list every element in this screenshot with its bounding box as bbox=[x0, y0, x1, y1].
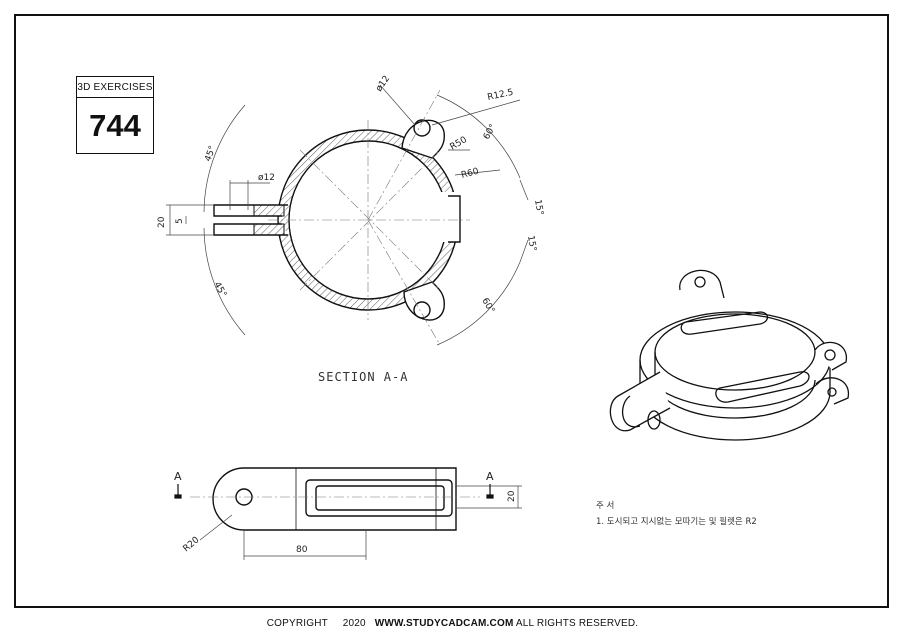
dim-bottom-angle-60: 60° bbox=[479, 297, 496, 316]
isometric-view bbox=[609, 269, 849, 441]
front-view bbox=[212, 467, 457, 531]
front-dimension-lines bbox=[199, 485, 522, 560]
section-label: SECTION A-A bbox=[318, 370, 408, 384]
exercise-badge: 3D EXERCISES 744 bbox=[76, 76, 154, 154]
dim-lug-radius: R12.5 bbox=[487, 88, 515, 103]
cut-mark-left: A bbox=[174, 470, 182, 483]
dim-left-angle-top: 45° bbox=[203, 145, 218, 163]
center-lines bbox=[268, 89, 470, 346]
bottom-lug-hole bbox=[413, 301, 431, 319]
dim-hole-diameter-top: ø12 bbox=[374, 74, 392, 94]
copyright-line: COPYRIGHT 2020 WWW.STUDYCADCAM.COM ALL R… bbox=[0, 618, 905, 629]
dim-outer-radius: R60 bbox=[460, 167, 480, 181]
dim-ear-height: 20 bbox=[157, 216, 167, 228]
dim-left-angle-bottom: 45° bbox=[211, 281, 228, 300]
dim-slot-angle-b: 15° bbox=[525, 235, 538, 252]
notes-title: 주 서 bbox=[596, 501, 614, 511]
badge-number: 744 bbox=[89, 108, 141, 143]
drawing-frame bbox=[14, 14, 889, 608]
copyright-prefix: COPYRIGHT bbox=[266, 618, 328, 629]
dimension-lines bbox=[166, 84, 529, 346]
cut-arrows bbox=[174, 484, 494, 499]
copyright-site: WWW.STUDYCADCAM.COM bbox=[374, 618, 514, 629]
dim-end-radius: R20 bbox=[182, 535, 202, 554]
dim-ear-gap: 5 bbox=[175, 218, 185, 224]
notes-line-1: 1. 도시되고 지시없는 모따기는 및 필렛은 R2 bbox=[596, 516, 757, 527]
dim-length: 80 bbox=[296, 545, 308, 555]
top-lug-hole bbox=[413, 119, 431, 137]
dim-slot-height: 20 bbox=[507, 490, 517, 502]
cut-mark-right: A bbox=[486, 470, 494, 483]
copyright-year: 2020 bbox=[342, 618, 366, 629]
top-lug bbox=[401, 119, 446, 159]
dim-slot-angle-a: 15° bbox=[532, 199, 545, 216]
dim-hole-diameter-left: ø12 bbox=[258, 173, 275, 183]
badge-label: 3D EXERCISES bbox=[77, 77, 153, 98]
copyright-suffix: ALL RIGHTS RESERVED. bbox=[515, 618, 639, 629]
